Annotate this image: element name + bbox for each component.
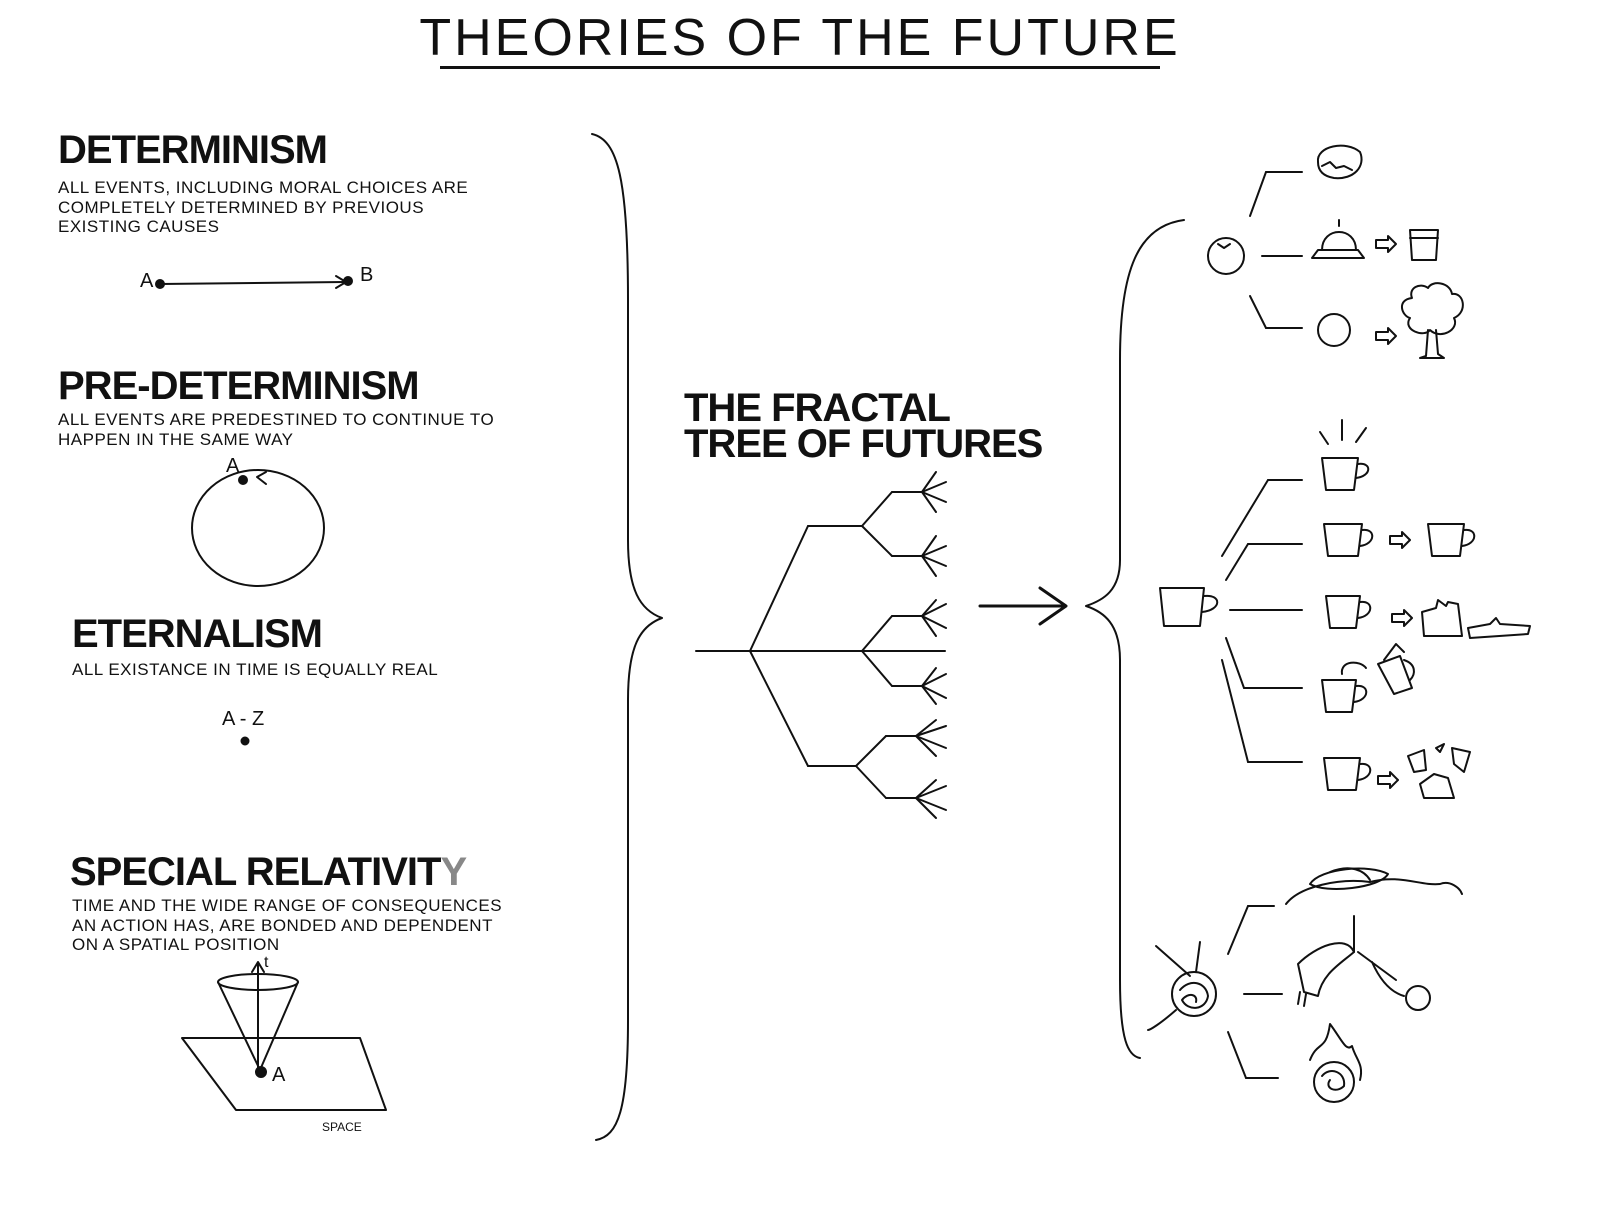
determinism-description: ALL EVENTS, INCLUDING MORAL CHOICES ARE … — [58, 178, 469, 237]
right-brace — [1085, 219, 1185, 1059]
page-title: THEORIES OF THE FUTURE — [419, 9, 1181, 67]
predeterminism-heading: PRE-DETERMINISM — [58, 364, 420, 408]
predeterminism-label-a: A — [226, 455, 240, 477]
title-underline — [440, 66, 1160, 69]
large-left-brace — [591, 133, 663, 1141]
determinism-heading: DETERMINISM — [58, 128, 328, 172]
predeterminism-loop — [191, 469, 325, 587]
determinism-label-b: B — [360, 264, 374, 286]
special-relativity-label-space: SPACE — [322, 1120, 362, 1134]
special-relativity-heading-main: SPECIAL RELATIVIT — [70, 850, 441, 894]
eternalism-label-az: A - Z — [222, 708, 265, 730]
predeterminism-point-a — [238, 475, 248, 485]
fractal-tree — [695, 471, 947, 819]
special-relativity-heading: SPECIAL RELATIVITY — [70, 850, 467, 894]
special-relativity-label-a: A — [272, 1064, 286, 1086]
orange-branch-group — [1207, 144, 1464, 359]
big-arrow — [978, 586, 1068, 626]
eternalism-description: ALL EXISTANCE IN TIME IS EQUALLY REAL — [72, 660, 439, 679]
eternalism-heading: ETERNALISM — [72, 612, 323, 656]
special-relativity-point-a — [255, 1066, 267, 1078]
fractal-tree-title-line2: TREE OF FUTURES — [684, 422, 1043, 466]
cup-branch-group — [1159, 419, 1531, 799]
fractal-tree-title-line1: THE FRACTAL — [684, 386, 951, 430]
special-relativity-heading-tail: Y — [440, 850, 467, 894]
special-relativity-label-t: t — [264, 954, 269, 971]
determinism-point-a — [155, 279, 165, 289]
determinism-arrow — [159, 275, 347, 289]
yarn-branch-group — [1147, 867, 1463, 1103]
light-cone-diagram — [181, 961, 387, 1111]
determinism-point-b — [343, 276, 353, 286]
predeterminism-description: ALL EVENTS ARE PREDESTINED TO CONTINUE T… — [58, 410, 495, 449]
eternalism-point — [240, 736, 250, 746]
special-relativity-description: TIME AND THE WIDE RANGE OF CONSEQUENCES … — [72, 896, 503, 955]
determinism-label-a: A — [140, 270, 154, 292]
